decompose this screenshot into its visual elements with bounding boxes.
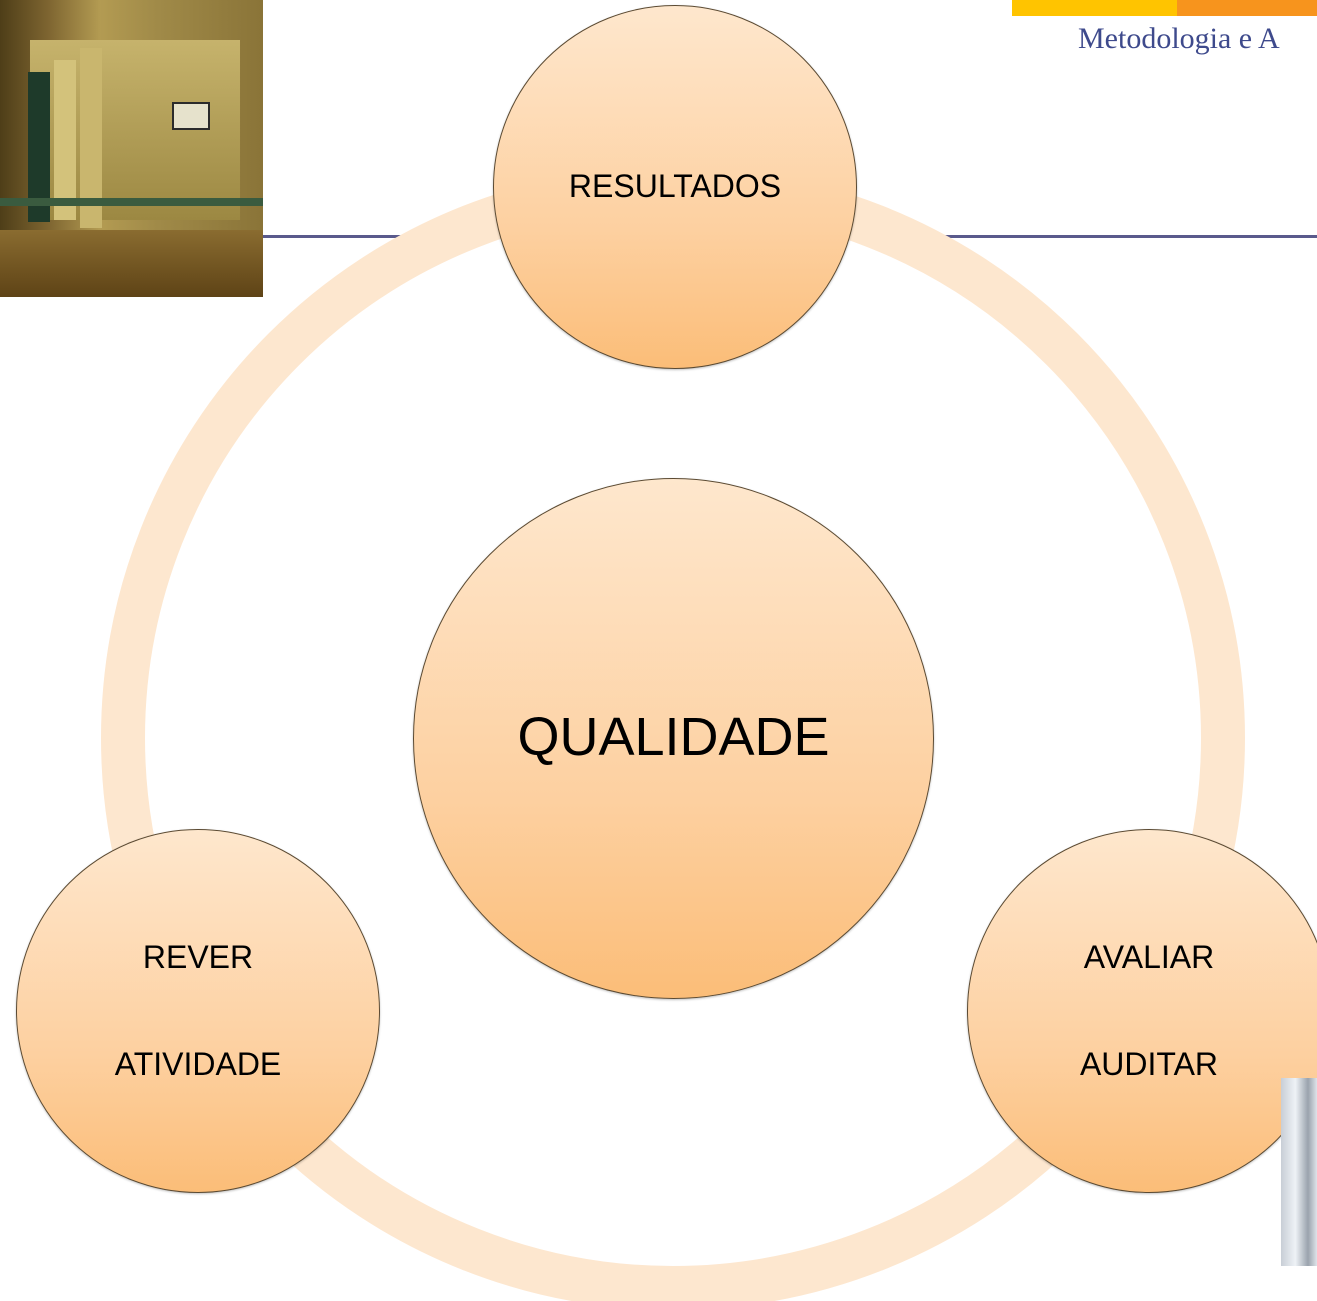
equipment-photo-partial: [1281, 1078, 1317, 1266]
photo-door: [28, 72, 50, 222]
photo-floor: [0, 230, 263, 297]
center-label: QUALIDADE: [517, 707, 830, 767]
header-band-yellow: [1012, 0, 1177, 16]
photo-panel: [54, 60, 76, 220]
header-band-orange: [1177, 0, 1317, 16]
photo-sign: [172, 102, 210, 130]
node-label-line1: REVER: [142, 939, 254, 975]
header-title: Metodologia e A: [1078, 22, 1280, 55]
node-label: RESULTADOS: [568, 168, 782, 204]
photo-handrail: [0, 198, 263, 206]
node-rever-atividade: REVER ATIVIDADE: [16, 829, 380, 1193]
node-label-line1: AVALIAR: [1083, 939, 1215, 975]
node-label-line2: AUDITAR: [1079, 1046, 1219, 1082]
node-label-line2: ATIVIDADE: [114, 1046, 282, 1082]
corridor-photo: [0, 0, 263, 297]
node-avaliar-auditar: AVALIAR AUDITAR: [967, 829, 1317, 1193]
photo-panel: [80, 48, 102, 228]
node-qualidade-center: QUALIDADE: [413, 478, 934, 999]
node-resultados: RESULTADOS: [493, 5, 857, 369]
